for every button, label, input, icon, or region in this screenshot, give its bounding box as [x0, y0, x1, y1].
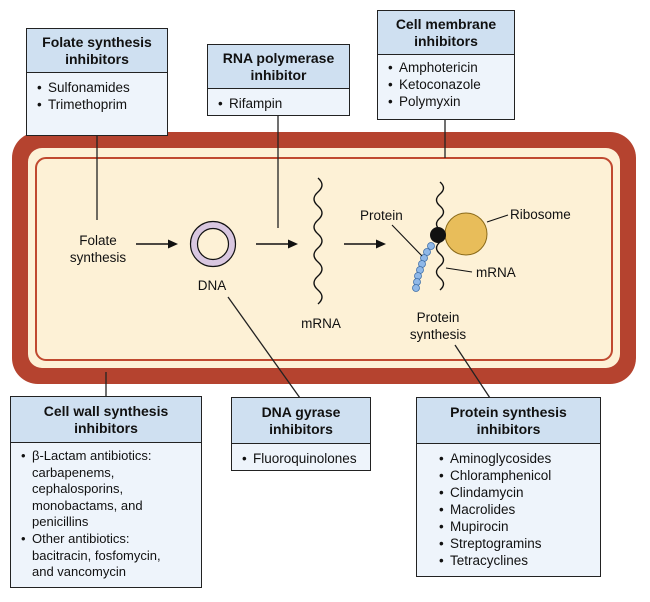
cell-wall-inhibitors-box: Cell wall synthesis inhibitors β-Lactam … [10, 396, 202, 588]
dna-gyrase-inhibitors-box: DNA gyrase inhibitors Fluoroquinolones [231, 397, 371, 471]
ribosome-small-subunit [430, 227, 446, 243]
label-folate-synthesis: Folate synthesis [60, 232, 136, 266]
ribosome [444, 212, 488, 256]
list-item: Polymyxin [388, 93, 508, 110]
protein-synthesis-inhibitors-box: Protein synthesis inhibitors Aminoglycos… [416, 397, 601, 577]
list-item: Tetracyclines [439, 552, 594, 569]
folate-inhibitors-title: Folate synthesis inhibitors [27, 29, 167, 73]
pointer-mrna [445, 267, 473, 273]
list-item: Sulfonamides [37, 79, 161, 96]
rna-polymerase-inhibitor-list: Rifampin [208, 89, 349, 116]
list-item: Mupirocin [439, 518, 594, 535]
protein-chain [412, 242, 435, 292]
cell-membrane-inhibitors-title: Cell membrane inhibitors [378, 11, 514, 55]
label-folate-line2: synthesis [69, 250, 127, 265]
label-protein-synthesis-line1: Protein [416, 310, 460, 325]
list-item: Aminoglycosides [439, 450, 594, 467]
pointer-protein [391, 224, 423, 257]
rna-polymerase-inhibitor-title: RNA polymerase inhibitor [208, 45, 349, 89]
label-protein-synthesis: Protein synthesis [398, 309, 478, 343]
label-ribosome: Ribosome [510, 207, 571, 222]
folate-inhibitors-box: Folate synthesis inhibitors Sulfonamides… [26, 28, 168, 136]
label-protein: Protein [360, 208, 403, 223]
label-mrna-middle: mRNA [301, 316, 341, 331]
label-mrna-right: mRNA [476, 265, 516, 280]
list-item: Amphotericin [388, 59, 508, 76]
dna-ring-outer-edge [189, 220, 237, 268]
list-item-continuation: cephalosporins, [32, 481, 124, 497]
mrna-strand-middle [313, 177, 323, 305]
list-item: β-Lactam antibiotics: [21, 448, 195, 465]
cytoplasmic-membrane [35, 157, 613, 361]
list-item: Streptogramins [439, 535, 594, 552]
list-item: Other antibiotics: [21, 531, 195, 548]
dna-gyrase-inhibitors-title: DNA gyrase inhibitors [232, 398, 370, 444]
list-item-continuation: bacitracin, fosfomycin, [32, 547, 161, 563]
arrow-dna-to-mrna [256, 239, 298, 249]
list-item: Rifampin [218, 95, 343, 112]
label-protein-synthesis-line2: synthesis [409, 327, 467, 342]
cell-membrane-inhibitors-box: Cell membrane inhibitors Amphotericin Ke… [377, 10, 515, 120]
list-item: Trimethoprim [37, 96, 161, 113]
label-folate-line1: Folate [79, 233, 117, 248]
dna-gyrase-inhibitors-list: Fluoroquinolones [232, 444, 370, 471]
list-item-continuation: monobactams, and [32, 497, 143, 513]
list-item-continuation: and vancomycin [32, 564, 126, 580]
rna-polymerase-inhibitor-box: RNA polymerase inhibitor Rifampin [207, 44, 350, 116]
list-item: Chloramphenicol [439, 467, 594, 484]
arrow-folate-to-dna [136, 239, 178, 249]
cell-membrane-inhibitors-list: Amphotericin Ketoconazole Polymyxin [378, 55, 514, 114]
list-item-continuation: carbapenems, [32, 464, 115, 480]
dna-ring [190, 221, 236, 267]
pointer-ribosome [486, 214, 509, 223]
list-item: Ketoconazole [388, 76, 508, 93]
connector-gyrase [227, 296, 301, 399]
list-item-continuation: penicillins [32, 514, 89, 530]
cell-wall-inhibitors-title: Cell wall synthesis inhibitors [11, 397, 201, 443]
list-item: Macrolides [439, 501, 594, 518]
protein-synthesis-inhibitors-title: Protein synthesis inhibitors [417, 398, 600, 444]
dna-ring-inner-edge [196, 227, 230, 261]
list-item: Clindamycin [439, 484, 594, 501]
connector-protein [454, 344, 491, 399]
protein-synthesis-inhibitors-list: Aminoglycosides Chloramphenicol Clindamy… [417, 444, 600, 573]
list-item: Fluoroquinolones [242, 450, 364, 467]
label-dna: DNA [197, 278, 227, 293]
folate-inhibitors-list: Sulfonamides Trimethoprim [27, 73, 167, 117]
arrow-mrna-to-protein [344, 239, 386, 249]
cell-wall-inhibitors-list: β-Lactam antibiotics: carbapenems, cepha… [11, 443, 201, 585]
